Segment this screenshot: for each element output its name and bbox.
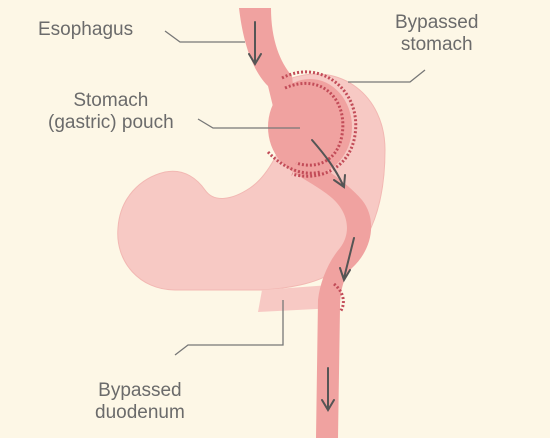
label-bypassed-duodenum: Bypassed duodenum [95,380,185,424]
bypassed-stomach-line2: stomach [400,34,473,55]
leader-bypassed-duodenum [174,300,284,356]
pouch-line1: Stomach [73,90,149,111]
arrow-esophagus-icon [248,21,262,66]
leader-esophagus [164,30,245,43]
active-tract-shape [239,8,372,438]
arrow-roux-limb-icon [339,237,355,283]
staple-line-outer [281,70,358,178]
staple-line-lower [266,150,321,175]
staple-line-inner [284,81,345,167]
flow-arrows [248,21,355,412]
gastric-pouch-shape [268,79,352,175]
arrow-pouch-icon [311,139,346,189]
staple-line-duodenum [333,282,345,313]
bypassed-duodenum-shape [258,285,336,312]
leader-lines [164,30,426,356]
arrow-intestine-icon [321,367,335,412]
bypassed-stomach-line1: Bypassed [395,12,479,33]
label-bypassed-stomach: Bypassed stomach [395,12,478,56]
leader-pouch [197,118,300,129]
bypassed-duodenum-line2: duodenum [95,402,185,423]
pouch-line2: (gastric) pouch [48,112,174,133]
leader-bypassed-stomach [348,69,426,83]
label-esophagus: Esophagus [38,19,133,41]
esophagus-text: Esophagus [38,19,134,40]
bypassed-duodenum-line1: Bypassed [98,380,182,401]
label-stomach-pouch: Stomach (gastric) pouch [48,90,174,134]
